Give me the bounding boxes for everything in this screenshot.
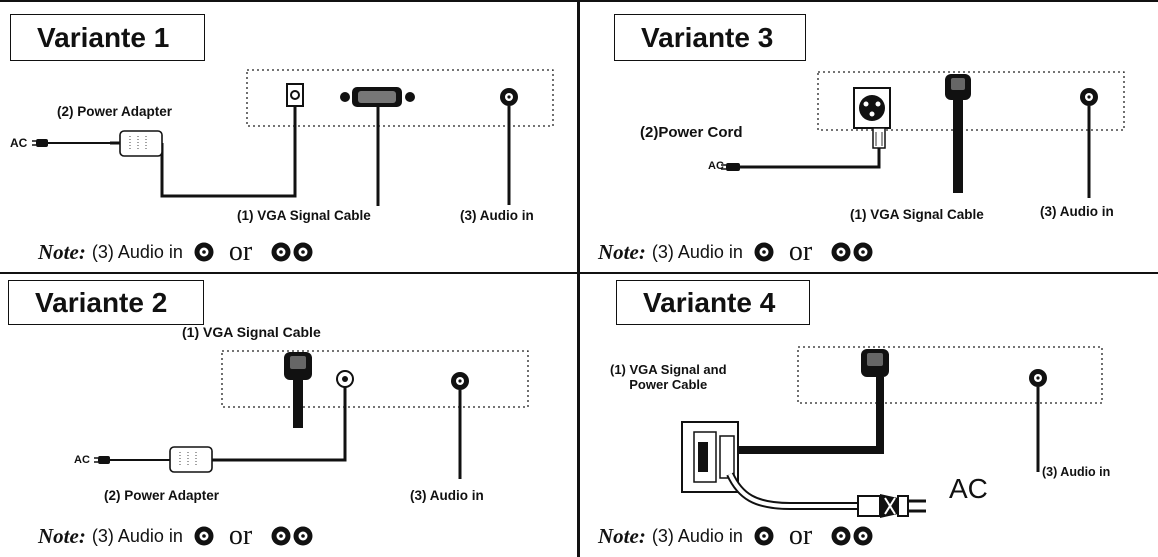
ac-plug-icon	[721, 163, 740, 171]
audio-jack-icon	[1029, 369, 1047, 387]
variante-4-title: Variante 4	[616, 280, 810, 325]
ac-label: AC	[10, 136, 28, 150]
combo-connector-icon	[681, 421, 739, 493]
note-word: Note:	[38, 523, 86, 548]
variante-3-note: Note: (3) Audio in or	[598, 238, 874, 266]
note-word: Note:	[38, 239, 86, 264]
power-adapter-icon	[169, 446, 213, 473]
ac-plug-icon	[32, 139, 48, 147]
variante-1-note: Note: (3) Audio in or	[38, 238, 314, 266]
note-or: or	[788, 520, 813, 551]
power-adapter-label: (2) Power Adapter	[57, 104, 173, 119]
vga-signal-power-cable-label: (1) VGA Signal and Power Cable	[610, 362, 727, 392]
vga-label-line-1: (1) VGA Signal and	[610, 362, 727, 377]
vga-connector-icon	[861, 349, 889, 377]
audio-in-label: (3) Audio in	[410, 488, 484, 503]
variante-2-title: Variante 2	[8, 280, 204, 325]
vga-signal-cable-label: (1) VGA Signal Cable	[182, 324, 321, 340]
horizontal-divider	[0, 272, 1158, 274]
variante-1-title: Variante 1	[10, 14, 205, 61]
audio-jack-icon	[500, 88, 518, 106]
single-audio-jack-icon	[754, 526, 774, 546]
ac-big-label: AC	[949, 473, 988, 504]
audio-jack-icon	[451, 372, 469, 390]
single-audio-jack-icon	[754, 242, 774, 262]
single-audio-jack-icon	[194, 242, 214, 262]
dual-audio-jack-icon	[271, 526, 313, 546]
note-word: Note:	[598, 523, 646, 548]
panel-variante-4: Variante 4 (1) VGA Signal and Power Cabl…	[580, 274, 1158, 557]
note-or: or	[228, 236, 253, 267]
vertical-divider	[577, 0, 580, 557]
note-word: Note:	[598, 239, 646, 264]
vga-label-line-2: Power Cable	[629, 377, 708, 392]
variante-4-note: Note: (3) Audio in or	[598, 522, 874, 550]
variante-2-note: Note: (3) Audio in or	[38, 522, 314, 550]
panel-variante-3: Variante 3 (2)Power Cord AC (1) VGA Sign…	[580, 0, 1158, 272]
dc-jack-icon	[286, 83, 304, 107]
power-cord-label: (2)Power Cord	[640, 124, 743, 141]
power-socket-icon	[853, 87, 891, 129]
variante-3-connection-drawing	[721, 71, 1125, 198]
panel-variante-1: Variante 1 (2) Power Adapter AC (1) VGA …	[0, 0, 577, 272]
vga-connector-icon	[284, 352, 312, 380]
power-plug-icon	[872, 127, 886, 149]
note-or: or	[228, 520, 253, 551]
ac-label: AC	[708, 160, 724, 172]
variante-1-connection-drawing	[32, 69, 554, 206]
ac-label: AC	[74, 454, 90, 466]
ac-plug-icon	[94, 456, 110, 464]
single-audio-jack-icon	[194, 526, 214, 546]
audio-in-label: (3) Audio in	[1042, 465, 1111, 479]
audio-in-label: (3) Audio in	[1040, 204, 1114, 219]
vga-signal-cable-label: (1) VGA Signal Cable	[237, 208, 371, 223]
vga-connector-icon	[945, 74, 971, 100]
power-adapter-label: (2) Power Adapter	[104, 488, 220, 503]
audio-jack-icon	[1080, 88, 1098, 106]
dc-jack-icon	[336, 370, 354, 388]
note-text: (3) Audio in	[651, 241, 743, 262]
dual-audio-jack-icon	[831, 242, 873, 262]
variante-3-title: Variante 3	[614, 14, 806, 61]
note-or: or	[788, 236, 813, 267]
variante-2-connection-drawing	[94, 350, 529, 479]
dual-audio-jack-icon	[831, 526, 873, 546]
audio-in-label: (3) Audio in	[460, 208, 534, 223]
ac-power-plug-icon	[857, 494, 926, 518]
panel-variante-2: Variante 2 (1) VGA Signal Cable AC (2) P…	[0, 274, 577, 557]
dual-audio-jack-icon	[271, 242, 313, 262]
vga-port-icon	[340, 87, 415, 107]
note-text: (3) Audio in	[651, 525, 743, 546]
note-text: (3) Audio in	[91, 241, 183, 262]
note-text: (3) Audio in	[91, 525, 183, 546]
variante-4-connection-drawing	[681, 346, 1103, 518]
vga-signal-cable-label: (1) VGA Signal Cable	[850, 207, 984, 222]
power-adapter-icon	[110, 130, 163, 157]
